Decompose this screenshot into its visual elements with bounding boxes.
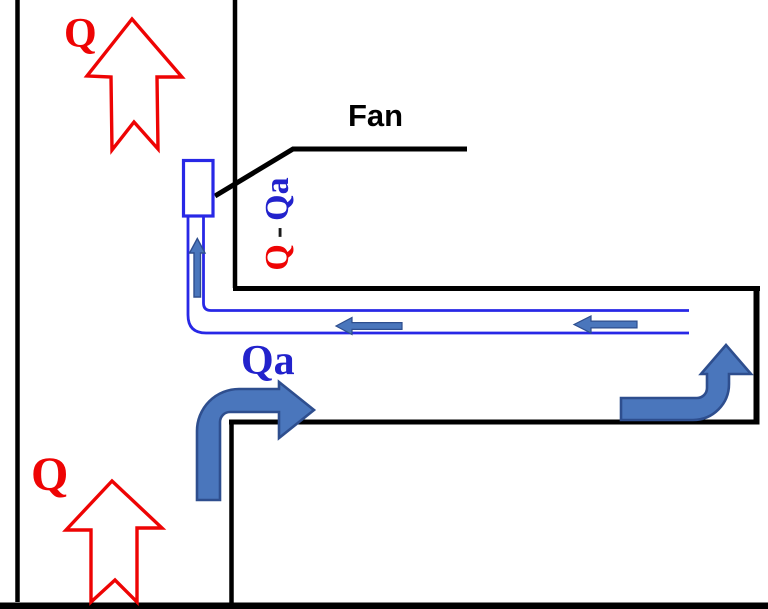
qa-label: Qa <box>241 338 295 384</box>
duct-outer-line <box>186 215 689 335</box>
flow-arrows <box>188 237 754 502</box>
flow-difference-label: Q - Qa <box>259 177 296 271</box>
exhaust-arrows <box>62 16 186 607</box>
qa-intake-elbow-arrow-icon <box>195 379 317 502</box>
duct-pipe <box>186 215 689 335</box>
flow-difference-q: Q <box>259 244 296 271</box>
duct-up-arrow-icon <box>188 237 207 298</box>
fan-leader-line <box>213 146 467 199</box>
exhaust-up-arrow-bottom-icon <box>62 478 167 607</box>
flow-difference-qa: Qa <box>259 177 296 221</box>
bottom-ground-bar <box>0 602 768 609</box>
drift-end-up-elbow-arrow-icon <box>619 343 754 422</box>
fan-label: Fan <box>348 98 404 133</box>
pipe-left-arrow-1-icon <box>334 316 403 336</box>
duct-inner-line <box>202 215 689 312</box>
fan-box <box>181 158 215 218</box>
q-label-bottom: Q <box>31 448 69 501</box>
q-label-top: Q <box>64 11 97 57</box>
pipe-left-arrow-2-icon <box>572 315 638 334</box>
exhaust-up-arrow-top-icon <box>83 16 186 155</box>
flow-difference-dash: - <box>259 226 296 239</box>
